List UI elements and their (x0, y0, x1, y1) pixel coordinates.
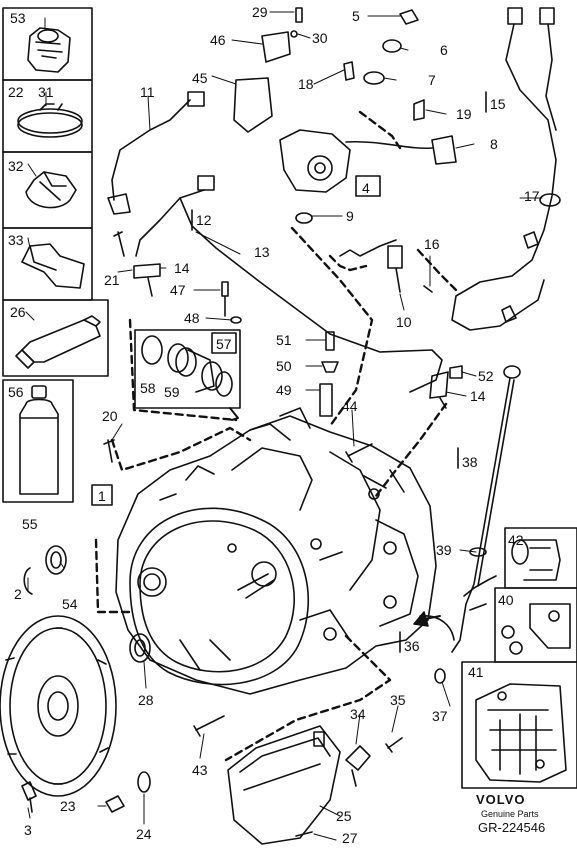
arrow-head-36 (413, 611, 429, 627)
transmission-housing (115, 407, 437, 695)
fasteners-34-35-27 (295, 737, 403, 837)
callout-35: 35 (390, 692, 406, 708)
callout-18: 18 (298, 76, 314, 92)
callout-14a: 14 (174, 260, 190, 276)
callout-12: 12 (196, 212, 212, 228)
seal-kit-parts (141, 335, 233, 397)
callout-52: 52 (478, 368, 494, 384)
callout-16: 16 (424, 236, 440, 252)
gasket-part-40 (501, 603, 571, 655)
callout-13: 13 (254, 244, 270, 260)
callout-9: 9 (346, 208, 354, 224)
callout-37: 37 (432, 708, 448, 724)
small-parts-3-23-24 (21, 771, 151, 813)
callout-25: 25 (336, 808, 352, 824)
callout-43: 43 (192, 762, 208, 778)
callout-41: 41 (468, 664, 484, 680)
callout-4: 4 (362, 180, 370, 196)
callout-58: 58 (140, 380, 156, 396)
dashed-grouping-lines (94, 110, 458, 762)
clip-part-32 (25, 171, 77, 209)
callout-2: 2 (14, 586, 22, 602)
callout-20: 20 (102, 408, 118, 424)
sensor-harness-11 (107, 91, 205, 215)
callout-14b: 14 (470, 388, 486, 404)
callout-53: 53 (10, 10, 26, 26)
callout-1: 1 (98, 488, 106, 504)
callout-3: 3 (24, 822, 32, 838)
callout-49: 49 (276, 382, 292, 398)
brand-logo-text: VOLVO (476, 792, 526, 807)
oil-pan-part-25 (227, 725, 341, 845)
callout-45: 45 (192, 70, 208, 86)
callout-22: 22 (8, 84, 24, 100)
callout-29: 29 (252, 4, 268, 20)
callout-28: 28 (138, 692, 154, 708)
gear-selector-assembly-4 (233, 7, 457, 224)
callout-5: 5 (352, 8, 360, 24)
callout-10: 10 (396, 314, 412, 330)
callout-47: 47 (170, 282, 186, 298)
arrow-57 (229, 407, 239, 421)
inset-boxes-right (461, 527, 577, 789)
fittings-47-52 (221, 281, 463, 417)
main-wiring-harness-15 (339, 7, 561, 331)
solenoid-part-42 (511, 539, 561, 581)
hose-clamp-part-22 (17, 103, 83, 138)
callout-44: 44 (342, 398, 358, 414)
callout-31: 31 (38, 84, 54, 100)
callout-56: 56 (8, 384, 24, 400)
callout-27: 27 (342, 830, 358, 846)
plug-part-53 (27, 27, 71, 73)
callout-6: 6 (440, 42, 448, 58)
callout-51: 51 (276, 332, 292, 348)
callout-42: 42 (508, 532, 524, 548)
leader-lines (25, 11, 543, 841)
callout-54: 54 (62, 596, 78, 612)
brand-tagline: Genuine Parts (481, 809, 539, 819)
dipstick-assembly-38 (419, 365, 521, 684)
callout-11: 11 (140, 84, 155, 100)
callout-32: 32 (8, 158, 24, 174)
callout-17: 17 (524, 188, 540, 204)
callout-8: 8 (490, 136, 498, 152)
valve-body-part-41 (475, 683, 567, 783)
callout-48: 48 (184, 310, 200, 326)
seals-55-54-28 (23, 545, 151, 663)
callout-7: 7 (428, 72, 436, 88)
callout-30: 30 (312, 30, 328, 46)
callout-33: 33 (8, 232, 24, 248)
callout-21: 21 (104, 272, 120, 288)
callout-59: 59 (164, 384, 180, 400)
callout-34: 34 (350, 706, 366, 722)
callout-23: 23 (60, 798, 76, 814)
callout-40: 40 (498, 592, 514, 608)
callout-55: 55 (22, 516, 38, 532)
callout-26: 26 (10, 304, 26, 320)
callout-15: 15 (490, 96, 506, 112)
callout-57: 57 (216, 336, 232, 352)
callout-19: 19 (456, 106, 472, 122)
torque-converter-part-2 (0, 615, 117, 797)
inset-boxes-left (2, 7, 109, 503)
reference-code: GR-224546 (478, 820, 546, 835)
callout-36: 36 (404, 638, 420, 654)
label-frames (91, 91, 487, 653)
callout-24: 24 (136, 826, 152, 842)
fluid-bottle-56 (19, 385, 59, 495)
seal-kit-box-57 (134, 329, 241, 409)
sealant-tube-26 (15, 315, 101, 369)
callout-50: 50 (276, 358, 292, 374)
callout-46: 46 (210, 32, 226, 48)
callout-39: 39 (436, 542, 452, 558)
speed-sensor-21-14 (113, 231, 449, 409)
callout-38: 38 (462, 454, 478, 470)
clip-part-33 (21, 243, 85, 289)
harness-12-13 (135, 175, 443, 393)
